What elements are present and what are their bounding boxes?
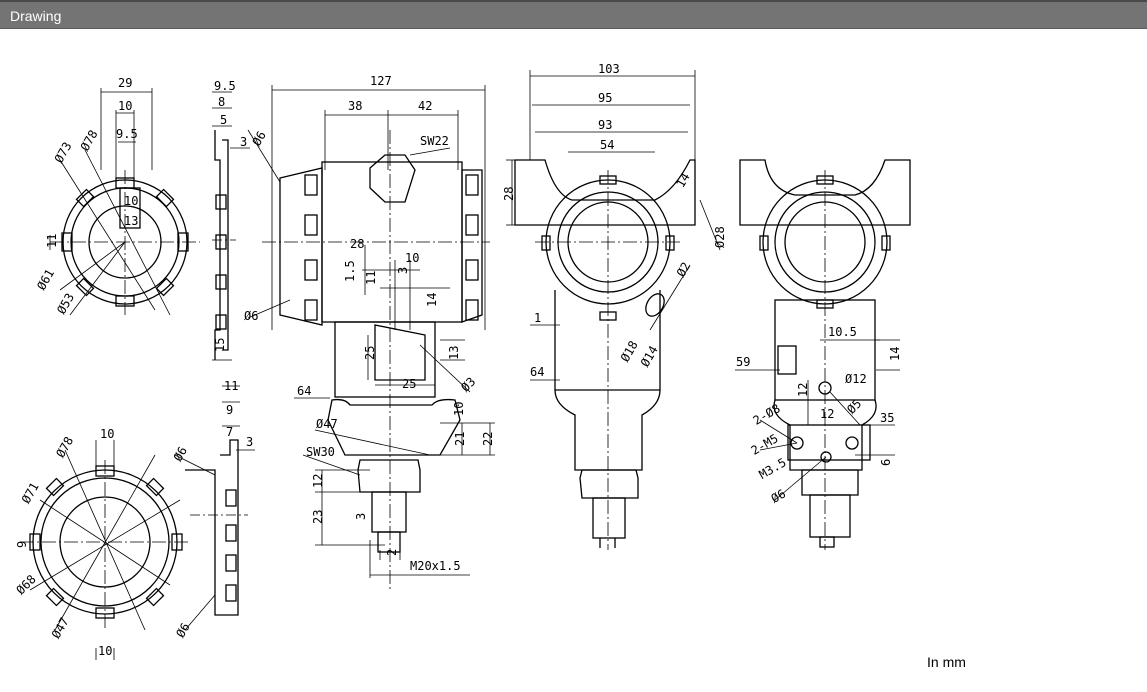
dim-label: 35 [880, 411, 894, 425]
dim-label: Ø6 [173, 621, 192, 641]
dim-label: 15 [213, 338, 227, 352]
dim-label: 21 [453, 432, 467, 446]
dim-label: 10 [124, 194, 138, 208]
dim-label: 12 [796, 383, 810, 397]
dim-label: 3 [396, 267, 410, 274]
dim-label: 64 [297, 384, 311, 398]
dim-label: 10 [452, 402, 466, 416]
dim-label: 23 [311, 510, 325, 524]
dim-label: 5 [220, 113, 227, 127]
dim-label: 127 [370, 74, 392, 88]
dim-label: Ø78 [78, 128, 101, 154]
dim-label: 25 [402, 377, 416, 391]
dim-label: 9 [15, 541, 29, 548]
body-back-view [735, 159, 911, 550]
dim-label: 59 [736, 355, 750, 369]
dim-label: 13 [124, 214, 138, 228]
bottom-cover-view [20, 440, 190, 660]
dim-label: 103 [598, 62, 620, 76]
dim-label: 9.5 [116, 127, 138, 141]
dim-label: 1 [534, 311, 541, 325]
dim-label: 6 [879, 459, 893, 466]
dim-label: Ø6 [250, 129, 269, 149]
dim-label: 3 [246, 435, 253, 449]
dim-label: Ø6 [171, 444, 190, 464]
dim-label: Ø73 [52, 140, 75, 166]
dim-label: 10 [100, 427, 114, 441]
dim-label: 14 [425, 293, 439, 307]
side-cover-view [212, 91, 250, 361]
dim-label: 3 [354, 513, 368, 520]
dim-label: 11 [45, 234, 59, 248]
dim-label: Ø2 [674, 260, 693, 280]
dim-label: 29 [118, 76, 132, 90]
dim-label: Ø47 [316, 417, 338, 431]
bottom-side-view [174, 385, 255, 631]
body-side-view [247, 85, 495, 590]
dim-label: 3 [240, 135, 247, 149]
dim-label: 54 [600, 138, 614, 152]
dim-label: Ø18 [618, 338, 641, 364]
dim-label: 10 [98, 644, 112, 658]
dim-label: 9 [226, 403, 233, 417]
dim-label: 64 [530, 365, 544, 379]
section-header: Drawing [0, 0, 1147, 29]
dim-label: 13 [447, 346, 461, 360]
dim-label: 7 [226, 425, 233, 439]
technical-drawing: 29 10 9.5 Ø78 Ø73 10 13 11 Ø61 Ø53 9.5 8… [14, 62, 911, 660]
dim-label: 2 [385, 549, 399, 556]
dim-label: 10 [118, 99, 132, 113]
dim-label: 8 [218, 95, 225, 109]
dim-label: 11 [364, 271, 378, 285]
units-label: In mm [927, 654, 966, 670]
dim-label: Ø47 [49, 615, 72, 641]
dim-label: SW22 [420, 134, 449, 148]
dim-label: 95 [598, 91, 612, 105]
dim-label: 2-M5 [749, 431, 781, 458]
dim-label: 12 [311, 474, 325, 488]
section-title: Drawing [10, 8, 62, 24]
dim-label: 14 [888, 347, 902, 361]
dim-label: 14 [673, 171, 692, 191]
dim-label: 1.5 [343, 260, 357, 282]
dim-label: 12 [820, 407, 834, 421]
dim-label: 10 [405, 251, 419, 265]
dim-label: Ø14 [638, 343, 661, 369]
dim-label: Ø3 [458, 374, 478, 394]
dim-label: Ø68 [14, 572, 39, 597]
dim-label: 28 [502, 187, 516, 201]
dim-label: SW30 [306, 445, 335, 459]
dim-label: Ø12 [845, 372, 867, 386]
dim-label: Ø61 [34, 267, 57, 293]
dim-label: 25 [363, 346, 377, 360]
dim-label: Ø71 [19, 480, 42, 506]
dim-label: Ø78 [53, 434, 76, 460]
dim-label: M3.5 [757, 455, 789, 482]
dim-label: 28 [350, 237, 364, 251]
dim-label: 42 [418, 99, 432, 113]
dim-label: 11 [224, 379, 238, 393]
dim-label: M20x1.5 [410, 559, 461, 573]
dim-label: Ø53 [54, 291, 77, 317]
dim-label: Ø6 [769, 486, 789, 505]
front-cover-view [49, 88, 200, 316]
dim-label: 38 [348, 99, 362, 113]
dim-label: 93 [598, 118, 612, 132]
dim-label: Ø28 [713, 226, 727, 248]
dim-label: 22 [481, 432, 495, 446]
dim-label: 9.5 [214, 79, 236, 93]
dim-label: 10.5 [828, 325, 857, 339]
body-front-view [506, 70, 721, 550]
dim-label: Ø6 [244, 309, 258, 323]
